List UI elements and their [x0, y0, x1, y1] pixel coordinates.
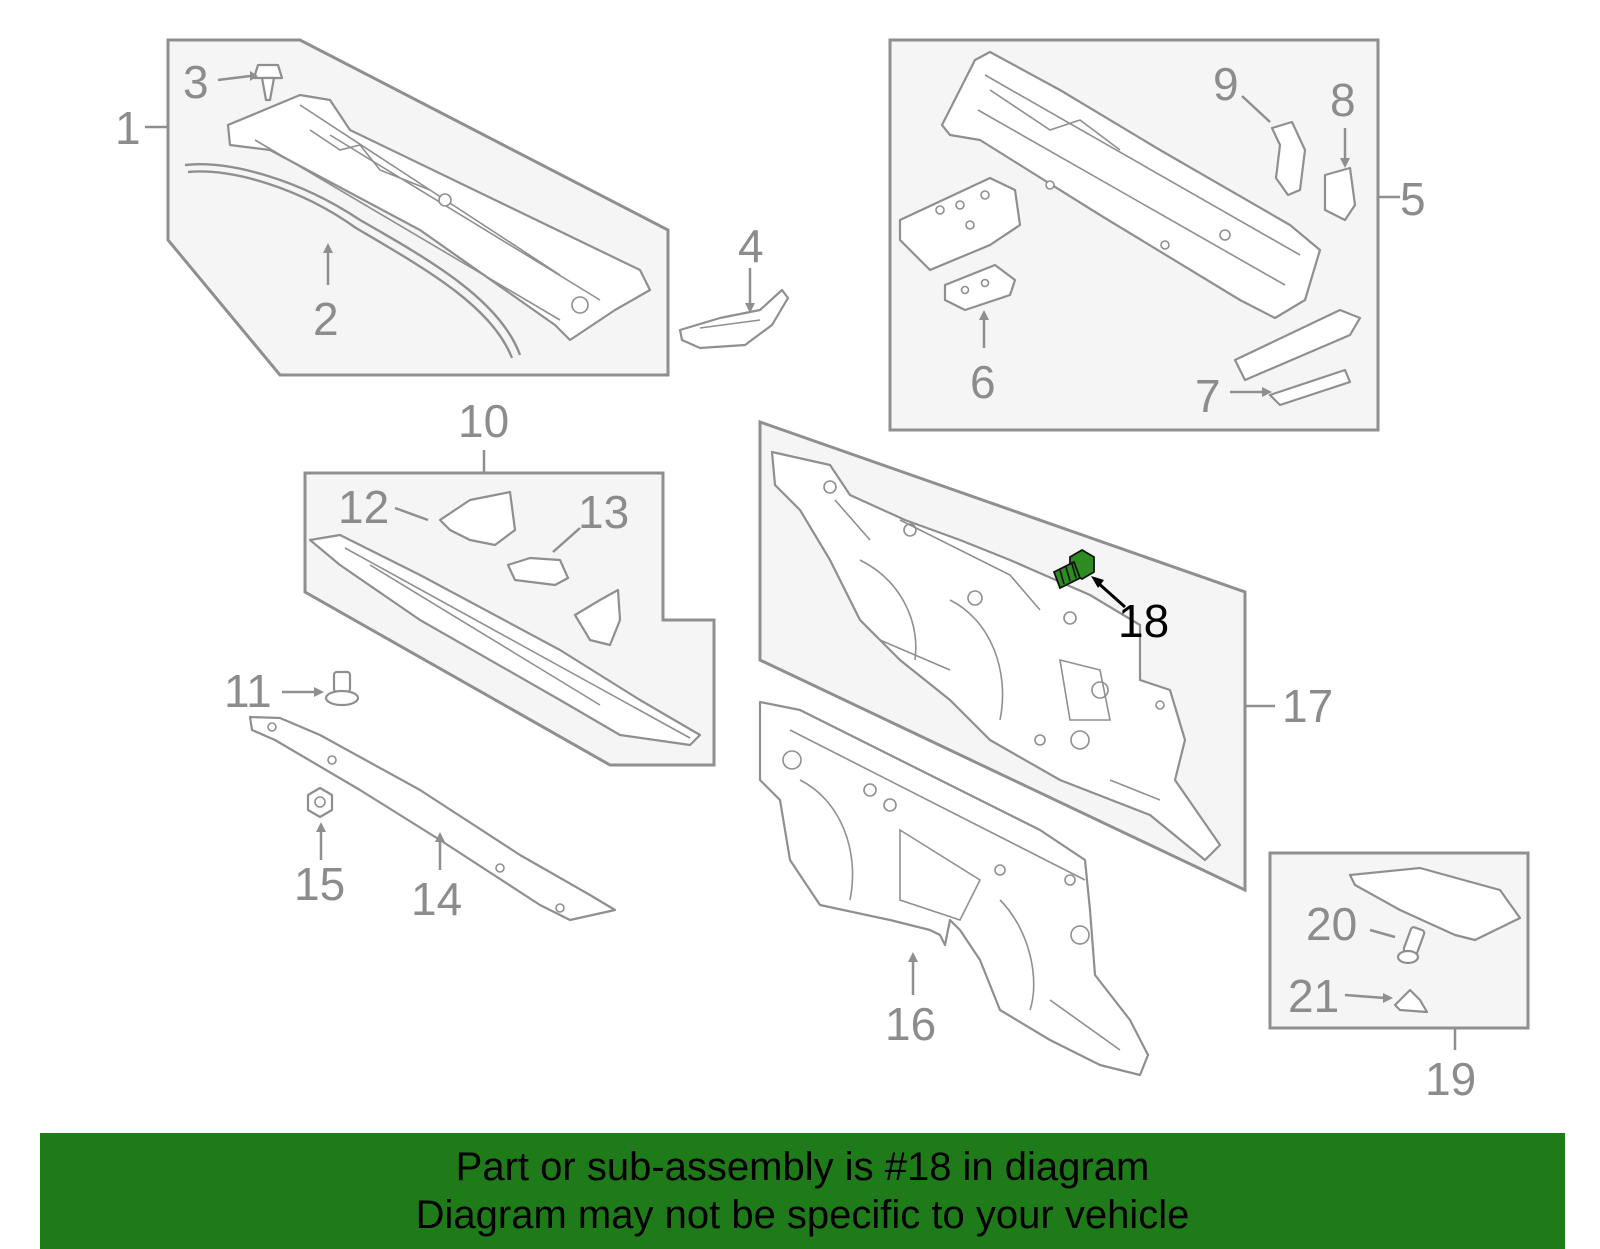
callout-18: 18 — [1118, 595, 1169, 647]
reinforcement-14[interactable] — [248, 715, 617, 922]
bracket-12[interactable] — [438, 490, 517, 547]
arrow-3 — [250, 71, 258, 81]
callout-14: 14 — [411, 873, 462, 925]
callout-19: 19 — [1425, 1053, 1476, 1105]
bracket-4[interactable] — [678, 288, 790, 350]
callout-10: 10 — [458, 395, 509, 447]
callout-5: 5 — [1400, 173, 1426, 225]
leader-18 — [1096, 580, 1126, 609]
callout-16: 16 — [885, 998, 936, 1050]
arrow-6 — [979, 310, 989, 320]
leader-13 — [552, 527, 581, 553]
banner-line-2: Diagram may not be specific to your vehi… — [415, 1193, 1190, 1237]
reinforcement-19[interactable] — [1348, 866, 1522, 942]
bracket-9[interactable] — [1270, 120, 1307, 197]
arrow-16 — [908, 952, 918, 962]
bracket-6-upper[interactable] — [898, 176, 1022, 272]
callout-11: 11 — [224, 665, 272, 717]
dash-silencer-17[interactable] — [770, 450, 1222, 862]
arrow-21 — [1383, 993, 1393, 1003]
reinforcement-7[interactable] — [1233, 308, 1362, 407]
callout-7: 7 — [1195, 370, 1221, 422]
arrow-15 — [316, 822, 326, 832]
bracket-13[interactable] — [506, 556, 622, 647]
cowl-weatherstrip[interactable] — [184, 163, 522, 359]
callout-8: 8 — [1330, 74, 1356, 126]
leader-12 — [394, 506, 429, 522]
cowl-panel-5[interactable] — [940, 50, 1322, 320]
arrow-11 — [314, 687, 324, 697]
callout-12: 12 — [338, 481, 389, 533]
info-banner: Part or sub-assembly is #18 in diagram D… — [40, 1133, 1565, 1249]
arrow-8 — [1340, 158, 1350, 168]
leader-20 — [1369, 928, 1396, 939]
callout-17: 17 — [1282, 680, 1333, 732]
leader-21 — [1344, 993, 1386, 1000]
leader-3 — [217, 74, 251, 82]
leader-9 — [1241, 95, 1271, 123]
callout-9: 9 — [1213, 58, 1239, 110]
bracket-8[interactable] — [1323, 166, 1357, 222]
arrow-4 — [745, 303, 755, 313]
callout-21: 21 — [1288, 970, 1339, 1022]
dash-panel-16[interactable] — [758, 700, 1150, 1077]
clip-3[interactable] — [252, 63, 284, 102]
bracket-6-lower[interactable] — [943, 263, 1017, 312]
nut-15[interactable] — [306, 786, 334, 819]
callout-3: 3 — [183, 56, 209, 108]
cowl-top-panel[interactable] — [226, 93, 652, 342]
parts-diagram: 1 2 3 4 5 6 7 8 9 10 11 12 13 14 15 16 1… — [115, 38, 1530, 1105]
nut-21[interactable] — [1393, 988, 1429, 1014]
callout-6: 6 — [970, 356, 996, 408]
callout-1: 1 — [115, 102, 141, 154]
arrow-2 — [323, 243, 333, 253]
callout-2: 2 — [313, 293, 339, 345]
bolt-18-highlighted[interactable] — [1052, 548, 1095, 590]
bolt-11[interactable] — [324, 670, 360, 707]
callout-4: 4 — [738, 220, 764, 272]
bolt-20[interactable] — [1396, 926, 1426, 965]
banner-line-1: Part or sub-assembly is #18 in diagram — [455, 1145, 1150, 1189]
arrow-18 — [1091, 576, 1104, 588]
arrow-14 — [435, 832, 445, 842]
callout-15: 15 — [294, 858, 345, 910]
callout-20: 20 — [1306, 898, 1357, 950]
callout-13: 13 — [578, 486, 629, 538]
cowl-side-panel-10[interactable] — [308, 533, 702, 747]
arrow-7 — [1262, 387, 1272, 397]
